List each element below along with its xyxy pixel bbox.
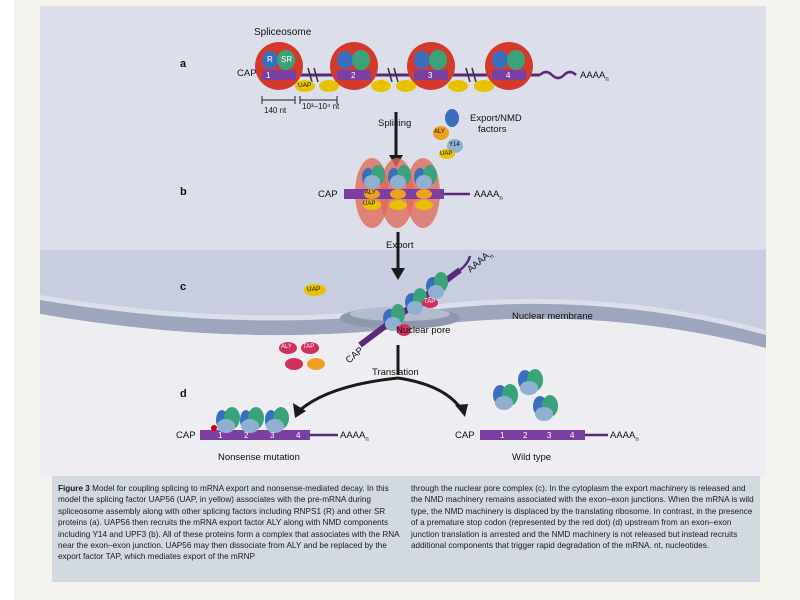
translation-arrow-left (299, 376, 399, 412)
exon-label-2: 2 (351, 71, 356, 80)
panel-d-wildtype (480, 369, 608, 440)
nonsense-mutation-label: Nonsense mutation (218, 452, 300, 463)
figure-caption-left: Figure 3 Model for coupling splicing to … (58, 483, 403, 563)
rnps1-label: R (267, 55, 273, 64)
free-uap-label-b: UAP (440, 151, 453, 157)
wild-type-label: Wild type (512, 452, 552, 463)
nuclear-pore-label: Nuclear pore (396, 325, 451, 336)
uap-protein (295, 80, 315, 92)
free-uap (304, 284, 326, 296)
polya-label-b: AAAAn (474, 189, 503, 202)
cap-label-d-right: CAP (455, 430, 475, 441)
panel-d-nonsense (200, 407, 338, 440)
intron-break-2 (387, 67, 399, 83)
free-export-factors (433, 109, 463, 159)
polya-label-d-right: AAAAn (610, 430, 639, 443)
figure-label: Figure 3 (58, 484, 90, 493)
wt-exon-4: 4 (570, 431, 575, 440)
figure-caption-right: through the nuclear pore complex (c). In… (411, 484, 754, 551)
export-nmd-factors-subtitle: factors (478, 124, 507, 135)
nm-exon-2: 2 (244, 431, 249, 440)
wt-exon-3: 3 (547, 431, 552, 440)
panel-c (279, 255, 472, 370)
premature-stop-codon (211, 425, 217, 431)
nucleus-shading (40, 250, 766, 330)
panel-b (344, 158, 470, 228)
exon-label-1: 1 (266, 71, 271, 80)
intron-break-3 (465, 67, 477, 83)
exon-label-4: 4 (506, 71, 511, 80)
exon-label-3: 3 (428, 71, 433, 80)
panel-label-d: d (180, 388, 187, 400)
splicing-step-label: Splicing (378, 118, 412, 129)
panel-a (255, 42, 577, 104)
cap-label-d-left: CAP (176, 430, 196, 441)
poly-a-tail (539, 70, 577, 80)
wt-exon-1: 1 (500, 431, 505, 440)
nonsense-mrna (200, 430, 310, 440)
export-nmd-factors-title: Export/NMD (470, 113, 522, 124)
cap-label-a: CAP (237, 68, 257, 79)
intron-break-1 (307, 67, 319, 83)
rnps1-protein (262, 51, 278, 69)
export-step-label: Export (386, 240, 414, 251)
scale-label-intron: 10³–10⁴ nt (302, 102, 340, 111)
polya-label-d-left: AAAAn (340, 430, 369, 443)
spliceosome-2 (319, 42, 391, 92)
nm-exon-1: 1 (218, 431, 223, 440)
wt-exon-2: 2 (523, 431, 528, 440)
spliceosome-title: Spliceosome (254, 27, 312, 38)
polya-label-a: AAAAn (580, 70, 609, 83)
panel-label-a: a (180, 58, 187, 70)
tap-on-mrna (422, 298, 438, 308)
released-tap-label: TAP (303, 344, 315, 350)
released-aly-label: ALY (281, 344, 292, 350)
translation-step-label: Translation (372, 367, 419, 378)
panel-label-b: b (180, 186, 187, 198)
nuclear-membrane-label: Nuclear membrane (512, 311, 593, 322)
panel-label-c: c (180, 281, 187, 293)
nm-exon-3: 3 (270, 431, 275, 440)
free-uap-label-c: UAP (307, 286, 321, 293)
cap-label-b: CAP (318, 189, 338, 200)
sr-protein (277, 50, 295, 70)
spliceosome-1 (255, 42, 315, 92)
tap-label-c: TAP (424, 299, 436, 305)
cytoplasm-region (40, 314, 766, 476)
spliceosome-4 (474, 42, 533, 92)
uap-label-a: UAP (298, 82, 312, 89)
sr-label: SR (281, 55, 293, 64)
wildtype-mrna (480, 430, 585, 440)
figure-caption-panel (52, 476, 760, 582)
free-y14-label: Y14 (449, 142, 460, 148)
spliceosome-3 (396, 42, 468, 92)
scale-label-exon: 140 nt (264, 106, 287, 115)
exon-1-box (262, 70, 296, 80)
free-aly-label: ALY (434, 129, 445, 135)
uap-label-b: UAP (363, 201, 376, 207)
figure-caption-left-text: Model for coupling splicing to mRNA expo… (58, 484, 400, 562)
aly-label-b: ALY (365, 190, 376, 196)
nm-exon-4: 4 (296, 431, 301, 440)
released-aly (279, 342, 297, 354)
